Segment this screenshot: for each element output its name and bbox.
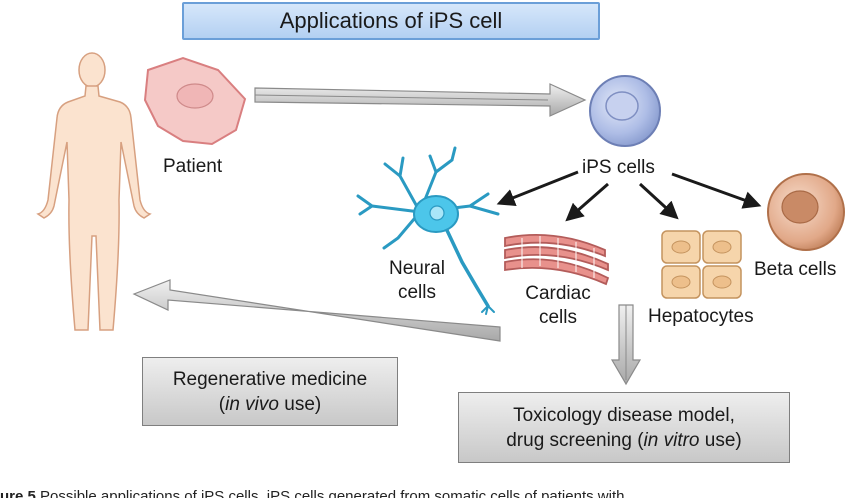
regen-open-paren: ( [218,393,226,415]
tox-prefix-text: drug screening ( [506,429,644,451]
patient-label: Patient [163,156,223,177]
tox-italic-text: in vitro [643,429,700,451]
regen-close-text: use) [278,393,322,415]
beta-cell-icon [767,173,845,251]
neural-cells-label: Neural cells [382,257,452,305]
caption-text: Possible applications of iPS cells. iPS … [35,488,625,498]
cardiac-cells-icon [504,234,610,286]
regenerative-arrow [132,279,501,342]
figure-caption: ure 5 Possible applications of iPS cells… [0,484,852,498]
tox-line2: drug screening (in vitro use) [506,428,742,453]
regen-italic-text: in vivo [225,393,279,415]
diagram-title: Applications of iPS cell [182,2,600,40]
tox-line1: Toxicology disease model, [513,404,735,426]
neural-label-line2: cells [397,282,436,303]
hepatocytes-icon [661,230,742,299]
regen-line1: Regenerative medicine [172,368,368,390]
cardiac-label-line1: Cardiac [525,283,591,304]
ips-cell-icon [589,75,661,147]
hepatocytes-label: Hepatocytes [648,306,754,327]
regenerative-medicine-box: Regenerative medicine (in vivo use) [142,357,398,426]
differentiation-arrows [496,170,762,222]
neural-label-line1: Neural [389,258,445,279]
in-vitro-arrow [610,304,642,386]
tox-suffix-text: use) [699,429,742,451]
patient-cell-icon [143,56,247,146]
neuron-icon [356,146,500,315]
cardiac-label-line2: cells [538,307,577,328]
regen-line2: (in vivo use) [219,392,321,417]
caption-label: ure 5 [0,488,36,498]
ips-cells-label: iPS cells [582,157,655,178]
toxicology-box: Toxicology disease model, drug screening… [458,392,790,463]
human-figure [36,52,152,331]
reprogramming-arrow [254,83,587,117]
beta-cells-label: Beta cells [754,259,837,280]
cardiac-cells-label: Cardiac cells [516,282,600,330]
